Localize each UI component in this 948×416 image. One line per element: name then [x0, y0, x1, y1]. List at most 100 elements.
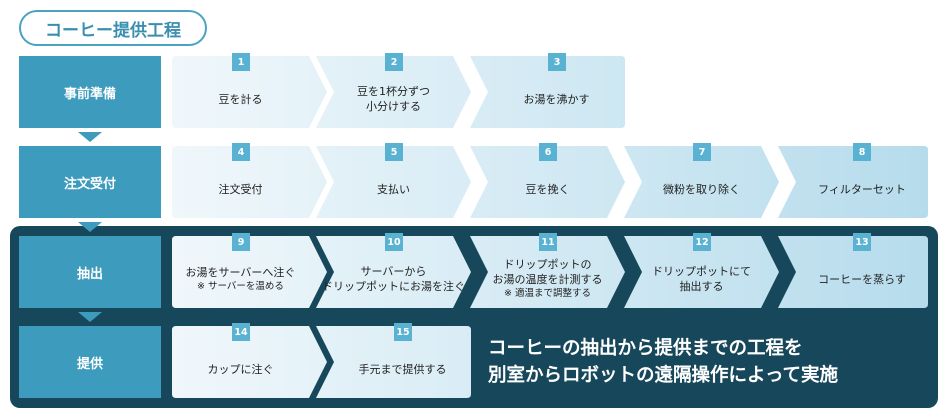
step-text-line: お湯の温度を計測する — [492, 273, 603, 286]
step-text-line: 支払い — [377, 182, 410, 196]
step-arrow-fill — [778, 146, 928, 218]
step-number-badge: 5 — [385, 143, 403, 161]
step-note: ※ サーバーを温める — [197, 280, 284, 292]
step-text: 手元まで提供する — [334, 340, 471, 398]
phase-label: 事前準備 — [19, 56, 161, 128]
remote-operation-message: コーヒーの抽出から提供までの工程を 別室からロボットの遠隔操作によって実施 — [488, 335, 838, 389]
step-arrow-shape — [470, 56, 625, 128]
step-number-badge: 1 — [232, 53, 250, 71]
diagram-title: コーヒー提供工程 — [19, 10, 207, 46]
phase-connector-arrow — [78, 132, 102, 142]
step-text: 豆を挽く — [488, 160, 607, 218]
step-text-line: 豆を挽く — [525, 182, 570, 196]
phase-label: 提供 — [19, 326, 161, 398]
step-note: ※ 適温まで調整する — [504, 288, 591, 299]
message-line-1: コーヒーの抽出から提供までの工程を — [488, 338, 803, 359]
process-step: 支払い 5 — [316, 143, 471, 218]
step-arrow-fill — [470, 146, 625, 218]
process-step: 注文受付 4 — [172, 143, 327, 218]
step-arrow-fill — [172, 146, 327, 218]
step-text-line: 豆を1杯分ずつ — [357, 85, 430, 98]
step-text-line: コーヒーを蒸らす — [818, 272, 906, 286]
step-arrow-shape — [624, 146, 779, 218]
step-arrow-shape — [172, 56, 327, 128]
step-arrow-fill — [470, 56, 625, 128]
step-arrow-fill — [470, 236, 625, 308]
step-arrow-fill — [172, 326, 327, 398]
step-arrow-fill — [778, 236, 928, 308]
step-arrow-shape — [172, 236, 327, 308]
step-arrow-fill — [316, 56, 471, 128]
message-line-2: 別室からロボットの遠隔操作によって実施 — [488, 365, 839, 386]
phase-label: 抽出 — [19, 236, 161, 308]
process-step: 手元まで提供する 15 — [316, 323, 471, 398]
step-number-badge: 3 — [548, 53, 566, 71]
step-text: 豆を1杯分ずつ小分けする — [334, 70, 453, 128]
step-text: 注文受付 — [172, 160, 309, 218]
step-text-line: お湯を沸かす — [523, 92, 590, 106]
step-text: お湯をサーバーへ注ぐ※ サーバーを温める — [172, 250, 309, 308]
step-arrow-fill — [624, 146, 779, 218]
step-arrow-shape — [316, 146, 471, 218]
step-number-badge: 7 — [693, 143, 711, 161]
step-text: 支払い — [334, 160, 453, 218]
step-text: 微粉を取り除く — [642, 160, 761, 218]
step-arrow-shape — [778, 236, 928, 308]
step-text: お湯を沸かす — [488, 70, 625, 128]
step-text-line: 豆を計る — [218, 92, 263, 106]
step-text-line: 手元まで提供する — [358, 362, 447, 376]
step-arrow-shape — [172, 146, 327, 218]
step-arrow-shape — [172, 326, 327, 398]
step-number-badge: 8 — [853, 143, 871, 161]
step-arrow-fill — [316, 326, 471, 398]
step-text: ドリップポットのお湯の温度を計測する ※ 適温まで調整する — [488, 250, 607, 308]
step-text-line: 注文受付 — [218, 182, 263, 196]
step-text-line: 微粉を取り除く — [663, 182, 740, 196]
step-text-line: ドリップポットの — [503, 258, 592, 271]
step-number-badge: 11 — [539, 233, 557, 251]
step-text-line: ドリップポットにて — [652, 265, 751, 278]
step-text-line: 小分けする — [366, 100, 421, 113]
step-number-badge: 15 — [394, 323, 412, 341]
step-number-badge: 10 — [385, 233, 403, 251]
step-number-badge: 9 — [232, 233, 250, 251]
step-arrow-fill — [172, 56, 327, 128]
step-arrow-shape — [316, 56, 471, 128]
step-arrow-fill — [316, 146, 471, 218]
process-step: カップに注ぐ 14 — [172, 323, 327, 398]
step-text: サーバーからドリップポットにお湯を注ぐ — [322, 250, 465, 308]
step-arrow-shape — [778, 146, 928, 218]
step-arrow-shape — [316, 236, 471, 308]
step-text-line: 抽出する — [679, 280, 724, 293]
remote-operation-panel — [10, 226, 938, 408]
phase-label: 注文受付 — [19, 146, 161, 218]
step-arrow-fill — [172, 236, 327, 308]
step-text-line: カップに注ぐ — [207, 362, 274, 376]
step-number-badge: 6 — [539, 143, 557, 161]
step-text-line: サーバーから — [360, 265, 427, 278]
step-number-badge: 4 — [232, 143, 250, 161]
step-text-line: ドリップポットにお湯を注ぐ — [322, 280, 465, 293]
step-text: カップに注ぐ — [172, 340, 309, 398]
process-step: 微粉を取り除く 7 — [624, 143, 779, 218]
phase-connector-arrow — [78, 312, 102, 322]
step-arrow-shape — [470, 146, 625, 218]
process-step: ドリップポットのお湯の温度を計測する ※ 適温まで調整する 11 — [470, 233, 625, 308]
step-arrow-fill — [316, 236, 471, 308]
step-number-badge: 13 — [853, 233, 871, 251]
process-step: 豆を計る 1 — [172, 53, 327, 128]
process-step: 豆を挽く 6 — [470, 143, 625, 218]
step-text: フィルターセット — [796, 160, 928, 218]
step-number-badge: 14 — [232, 323, 250, 341]
process-step: コーヒーを蒸らす 13 — [778, 233, 928, 308]
step-arrow-shape — [470, 236, 625, 308]
step-arrow-shape — [624, 236, 779, 308]
step-text-line: お湯をサーバーへ注ぐ — [185, 265, 296, 279]
step-number-badge: 2 — [385, 53, 403, 71]
step-arrow-fill — [624, 236, 779, 308]
